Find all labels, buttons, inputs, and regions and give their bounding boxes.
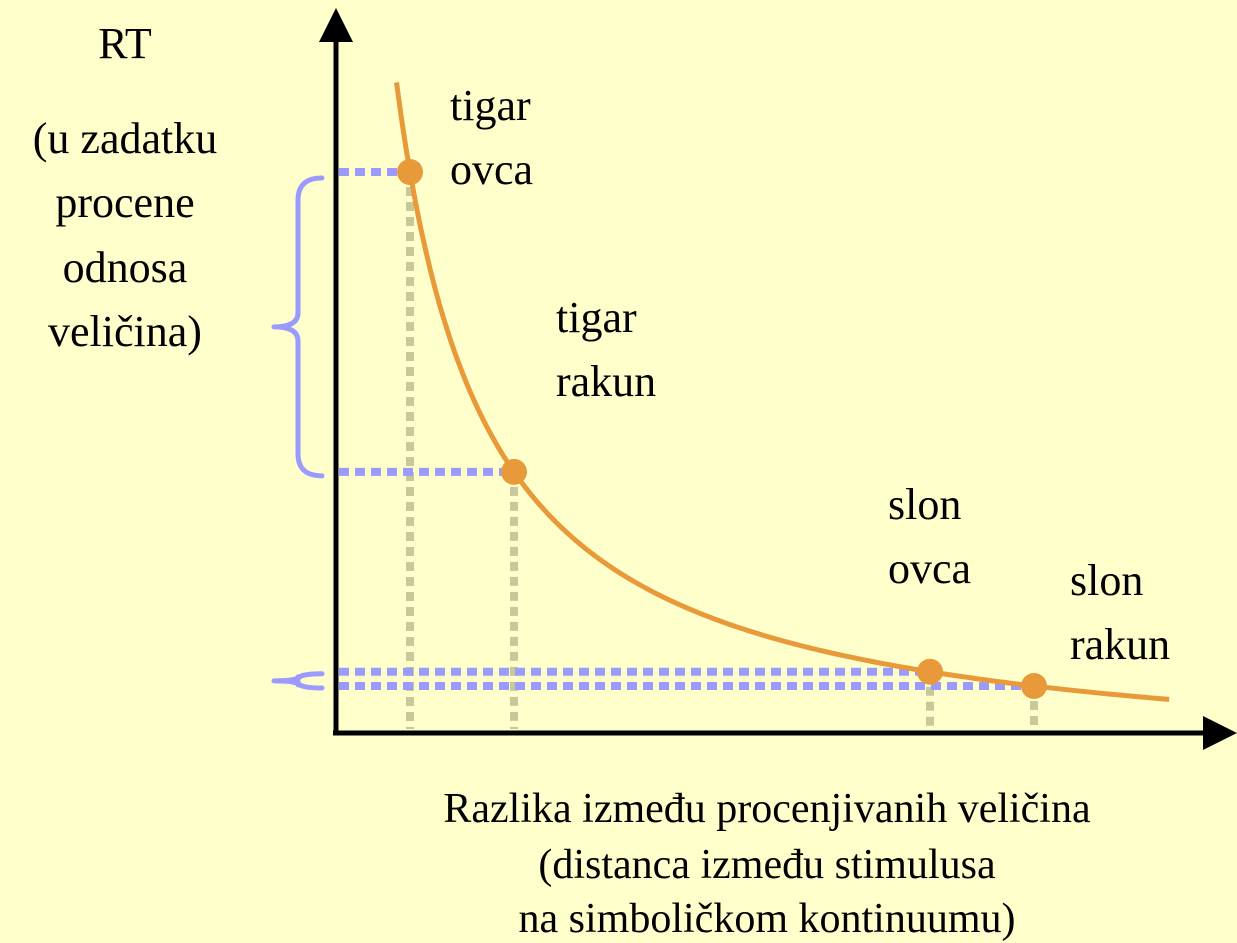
y-axis-note-line-2: procene (55, 178, 194, 227)
point-label-tigar-rakun-line-2: rakun (556, 357, 656, 406)
brace-small-distance (271, 175, 325, 479)
x-axis-title-line-2: (distanca između stimulusa (538, 842, 996, 888)
point-label-tigar-rakun-line-1: tigar (556, 293, 637, 342)
data-point-1 (501, 458, 527, 485)
point-label-slon-ovca-line-2: ovca (888, 544, 971, 593)
axes (319, 8, 1237, 750)
y-axis-title: RT (98, 19, 152, 68)
x-axis-title-line-3: na simboličkom kontinuumu) (519, 896, 1016, 942)
horizontal-guide-lines (339, 168, 1034, 690)
point-label-slon-rakun-line-1: slon (1070, 556, 1143, 605)
y-axis-arrowhead (319, 8, 353, 42)
point-label-slon-rakun-line-2: rakun (1070, 620, 1170, 669)
y-axis-note-line-3: odnosa (63, 243, 188, 292)
point-label-slon-ovca-line-1: slon (888, 480, 961, 529)
y-axis-note-line-4: veličina) (48, 307, 202, 356)
point-label-tigar-ovca-line-2: ovca (450, 145, 533, 194)
vertical-guide-lines (406, 172, 1038, 729)
data-point-0 (397, 159, 423, 185)
data-point-3 (1021, 673, 1047, 699)
data-point-2 (917, 658, 943, 685)
rt-difference-braces (271, 175, 325, 691)
x-axis-title-line-1: Razlika između procenjivanih veličina (443, 786, 1091, 832)
y-axis-note-line-1: (u zadatku (33, 114, 217, 163)
brace-large-distance (271, 671, 325, 691)
data-points (397, 159, 1047, 699)
point-label-tigar-ovca-line-1: tigar (450, 81, 531, 130)
x-axis-arrowhead (1203, 716, 1237, 750)
